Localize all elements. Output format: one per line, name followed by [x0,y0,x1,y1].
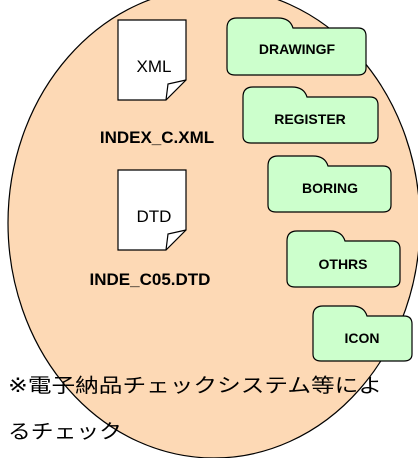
folder-label: BORING [302,180,358,196]
folder-label: OTHRS [319,256,368,272]
note-line-2: るチェック [8,420,122,443]
note-line-1: ※電子納品チェックシステム等によ [8,374,382,397]
xml-file: XML INDEX_C.XML [100,19,214,147]
document-icon [117,19,187,101]
file-name: INDE_C05.DTD [90,270,211,289]
folder-icon-dir: ICON [312,305,413,362]
folder-register: REGISTER [242,86,379,144]
folder-icon [242,86,379,144]
folder-icon [286,230,401,288]
folder-label: REGISTER [274,111,346,127]
folder-othrs: OTHRS [286,230,401,288]
folder-icon [226,17,367,76]
folder-icon [267,155,392,213]
file-tag: XML [137,57,172,76]
file-tag: DTD [137,207,172,226]
document-fold [165,229,187,251]
folder-label: ICON [345,330,380,346]
document-fold [165,79,187,101]
folder-boring: BORING [267,155,392,213]
folder-icon [312,305,413,362]
document-icon [117,169,187,251]
dtd-file: DTD INDE_C05.DTD [90,169,211,289]
folder-label: DRAWINGF [259,41,336,57]
folder-drawingf: DRAWINGF [226,17,367,76]
file-name: INDEX_C.XML [100,128,214,147]
